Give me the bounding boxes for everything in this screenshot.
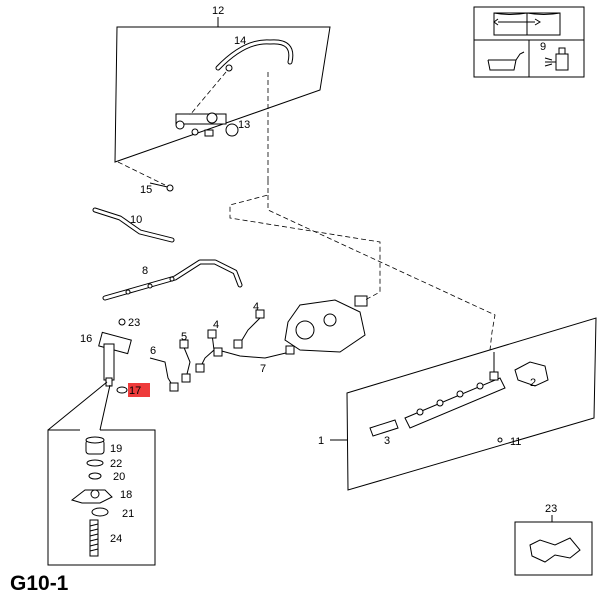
bolt-15 (149, 182, 174, 192)
fuel-rail-box: 1 3 2 11 (318, 317, 597, 491)
part-13 (225, 123, 239, 137)
clamp-18 (70, 489, 113, 504)
label-18: 18 (120, 489, 132, 501)
fuel-line-6 (149, 357, 179, 392)
label-16: 16 (80, 333, 92, 345)
label-2: 2 (530, 377, 536, 389)
diagram-code: G10-1 (10, 572, 69, 595)
label-13: 13 (238, 119, 250, 131)
fuel-line-4a (195, 329, 217, 373)
detail-box: 19 22 20 18 21 24 (47, 381, 156, 566)
label-15: 15 (140, 184, 152, 196)
group-box-23: 23 (514, 503, 593, 576)
label-5: 5 (181, 331, 187, 343)
label-19: 19 (110, 443, 122, 455)
label-4b: 4 (253, 301, 259, 313)
line-8 (102, 259, 243, 301)
seal-ring-17 (116, 386, 128, 394)
label-17: 17 (129, 385, 141, 397)
screw-11 (497, 437, 503, 443)
fitting-assembly (175, 112, 227, 137)
fuel-rail (404, 352, 506, 429)
part-23-small (118, 318, 126, 326)
label-3: 3 (384, 435, 390, 447)
part-22 (86, 459, 104, 467)
label-9: 9 (540, 41, 546, 53)
label-24: 24 (110, 533, 122, 545)
label-20: 20 (113, 471, 125, 483)
part-20 (88, 472, 102, 480)
injection-pump (284, 295, 368, 353)
fuel-line-7 (213, 345, 295, 359)
label-21: 21 (122, 508, 134, 520)
label-14: 14 (234, 35, 246, 47)
wrench-icon (493, 18, 541, 26)
clip-23 (529, 537, 581, 563)
label-23-upper: 23 (128, 317, 140, 329)
washer-21 (91, 507, 109, 517)
label-4a: 4 (213, 319, 219, 331)
label-22: 22 (110, 458, 122, 470)
valve-2 (514, 361, 549, 387)
label-6: 6 (150, 345, 156, 357)
spray-bottle-icon (544, 47, 569, 71)
bolt-24 (89, 519, 99, 557)
fuel-line-4b (233, 309, 265, 349)
label-10: 10 (130, 214, 142, 226)
line-10 (92, 207, 175, 243)
label-8: 8 (142, 265, 148, 277)
hose-14 (215, 39, 294, 71)
oil-can-icon (487, 51, 525, 71)
label-12: 12 (212, 5, 224, 17)
info-box: 9 (473, 6, 585, 78)
sensor-3 (369, 419, 399, 437)
highlight-17 (128, 383, 150, 397)
label-11: 11 (510, 436, 521, 448)
manual-book-icon (493, 12, 561, 36)
injector-16 (98, 331, 132, 387)
group-box-12: 12 14 13 (114, 5, 331, 163)
label-1: 1 (318, 435, 324, 447)
part-19 (85, 436, 105, 455)
label-23-lower: 23 (545, 503, 557, 515)
label-7: 7 (260, 363, 266, 375)
fuel-line-5 (179, 339, 191, 383)
